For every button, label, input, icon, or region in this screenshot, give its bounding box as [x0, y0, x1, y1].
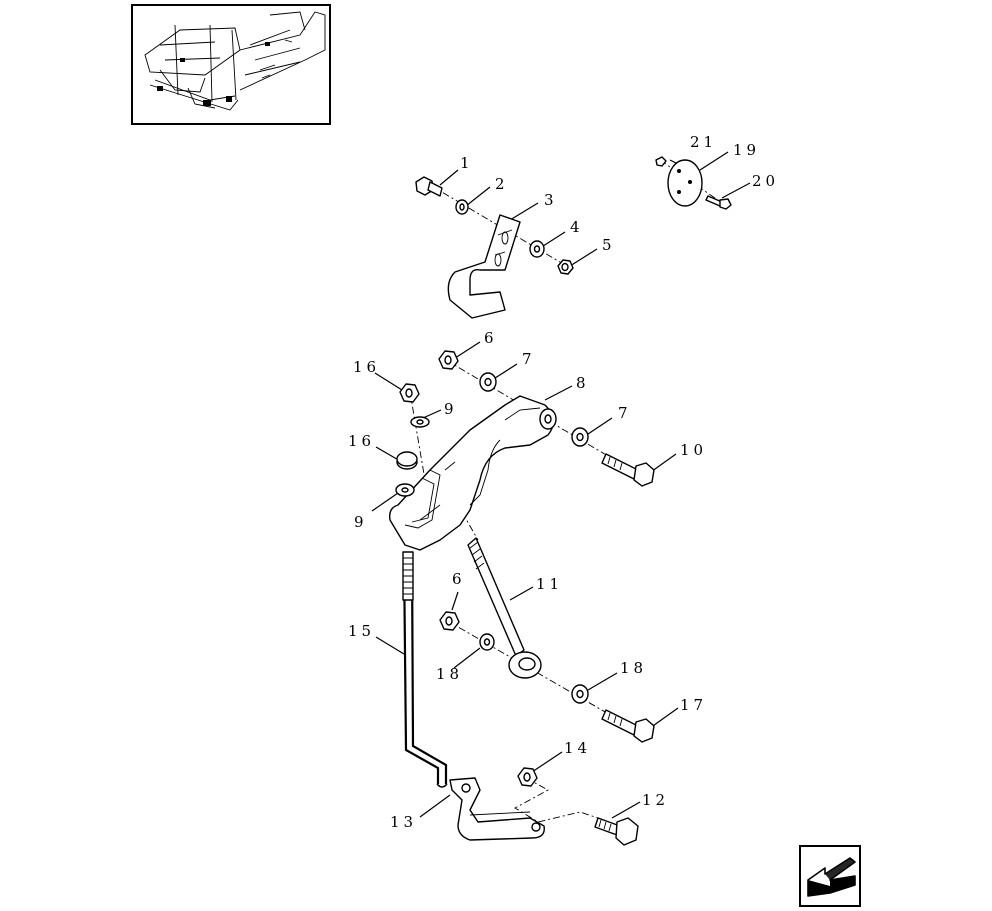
nav-arrow-button[interactable] — [799, 845, 861, 907]
callout-14: 14 — [564, 739, 591, 757]
part-nut-5 — [557, 259, 574, 275]
callout-18b: 18 — [620, 659, 647, 677]
part-washer-7b — [571, 427, 589, 447]
part-lever-13 — [449, 777, 545, 841]
callout-6b: 6 — [452, 570, 466, 588]
part-bolt-10 — [601, 453, 655, 487]
part-washer-7 — [479, 372, 497, 392]
callout-3: 3 — [544, 191, 558, 209]
part-bolt-17 — [601, 709, 655, 743]
callout-2: 2 — [495, 175, 509, 193]
callout-9: 9 — [444, 400, 458, 418]
callout-11: 11 — [536, 575, 563, 593]
callout-17: 17 — [680, 696, 707, 714]
part-nut-6 — [438, 350, 459, 370]
callout-1: 1 — [460, 154, 474, 172]
part-nut-16 — [399, 383, 420, 403]
part-washer-2 — [455, 199, 469, 215]
callout-6: 6 — [484, 329, 498, 347]
part-washer-4 — [529, 240, 545, 258]
callout-5: 5 — [602, 236, 616, 254]
callout-labels: 1 2 3 4 5 6 7 8 7 10 16 9 16 9 21 19 20 … — [348, 133, 779, 831]
callout-21: 21 — [690, 133, 717, 151]
overview-thumbnail — [131, 4, 331, 125]
callout-12: 12 — [642, 791, 669, 809]
part-bolt-1 — [415, 176, 443, 197]
part-nut-16b — [396, 451, 418, 470]
part-rod-11 — [467, 537, 542, 679]
callout-7: 7 — [522, 350, 536, 368]
callout-9b: 9 — [354, 513, 368, 531]
arrow-left-icon — [807, 857, 856, 897]
callout-7b: 7 — [618, 404, 632, 422]
part-screw-20 — [705, 195, 732, 210]
callout-13: 13 — [390, 813, 417, 831]
part-nut-6b — [439, 611, 460, 631]
part-rod-15 — [402, 551, 448, 788]
part-washer-9 — [410, 416, 430, 428]
part-bolt-12 — [594, 817, 639, 846]
callout-4: 4 — [570, 218, 584, 236]
callout-15: 15 — [348, 622, 375, 640]
callout-20: 20 — [752, 172, 779, 190]
part-washer-18 — [479, 633, 589, 704]
callout-18: 18 — [436, 665, 463, 683]
callout-10: 10 — [680, 441, 707, 459]
callout-16: 16 — [353, 358, 380, 376]
part-washer-9b — [395, 483, 415, 497]
part-lever-8 — [388, 395, 557, 551]
callout-16b: 16 — [348, 432, 375, 450]
part-pin-21 — [655, 156, 667, 167]
part-disc-19 — [667, 159, 703, 207]
callout-8: 8 — [576, 374, 590, 392]
part-nut-14 — [517, 767, 538, 787]
callout-19: 19 — [733, 141, 760, 159]
part-bracket-3 — [447, 214, 521, 319]
